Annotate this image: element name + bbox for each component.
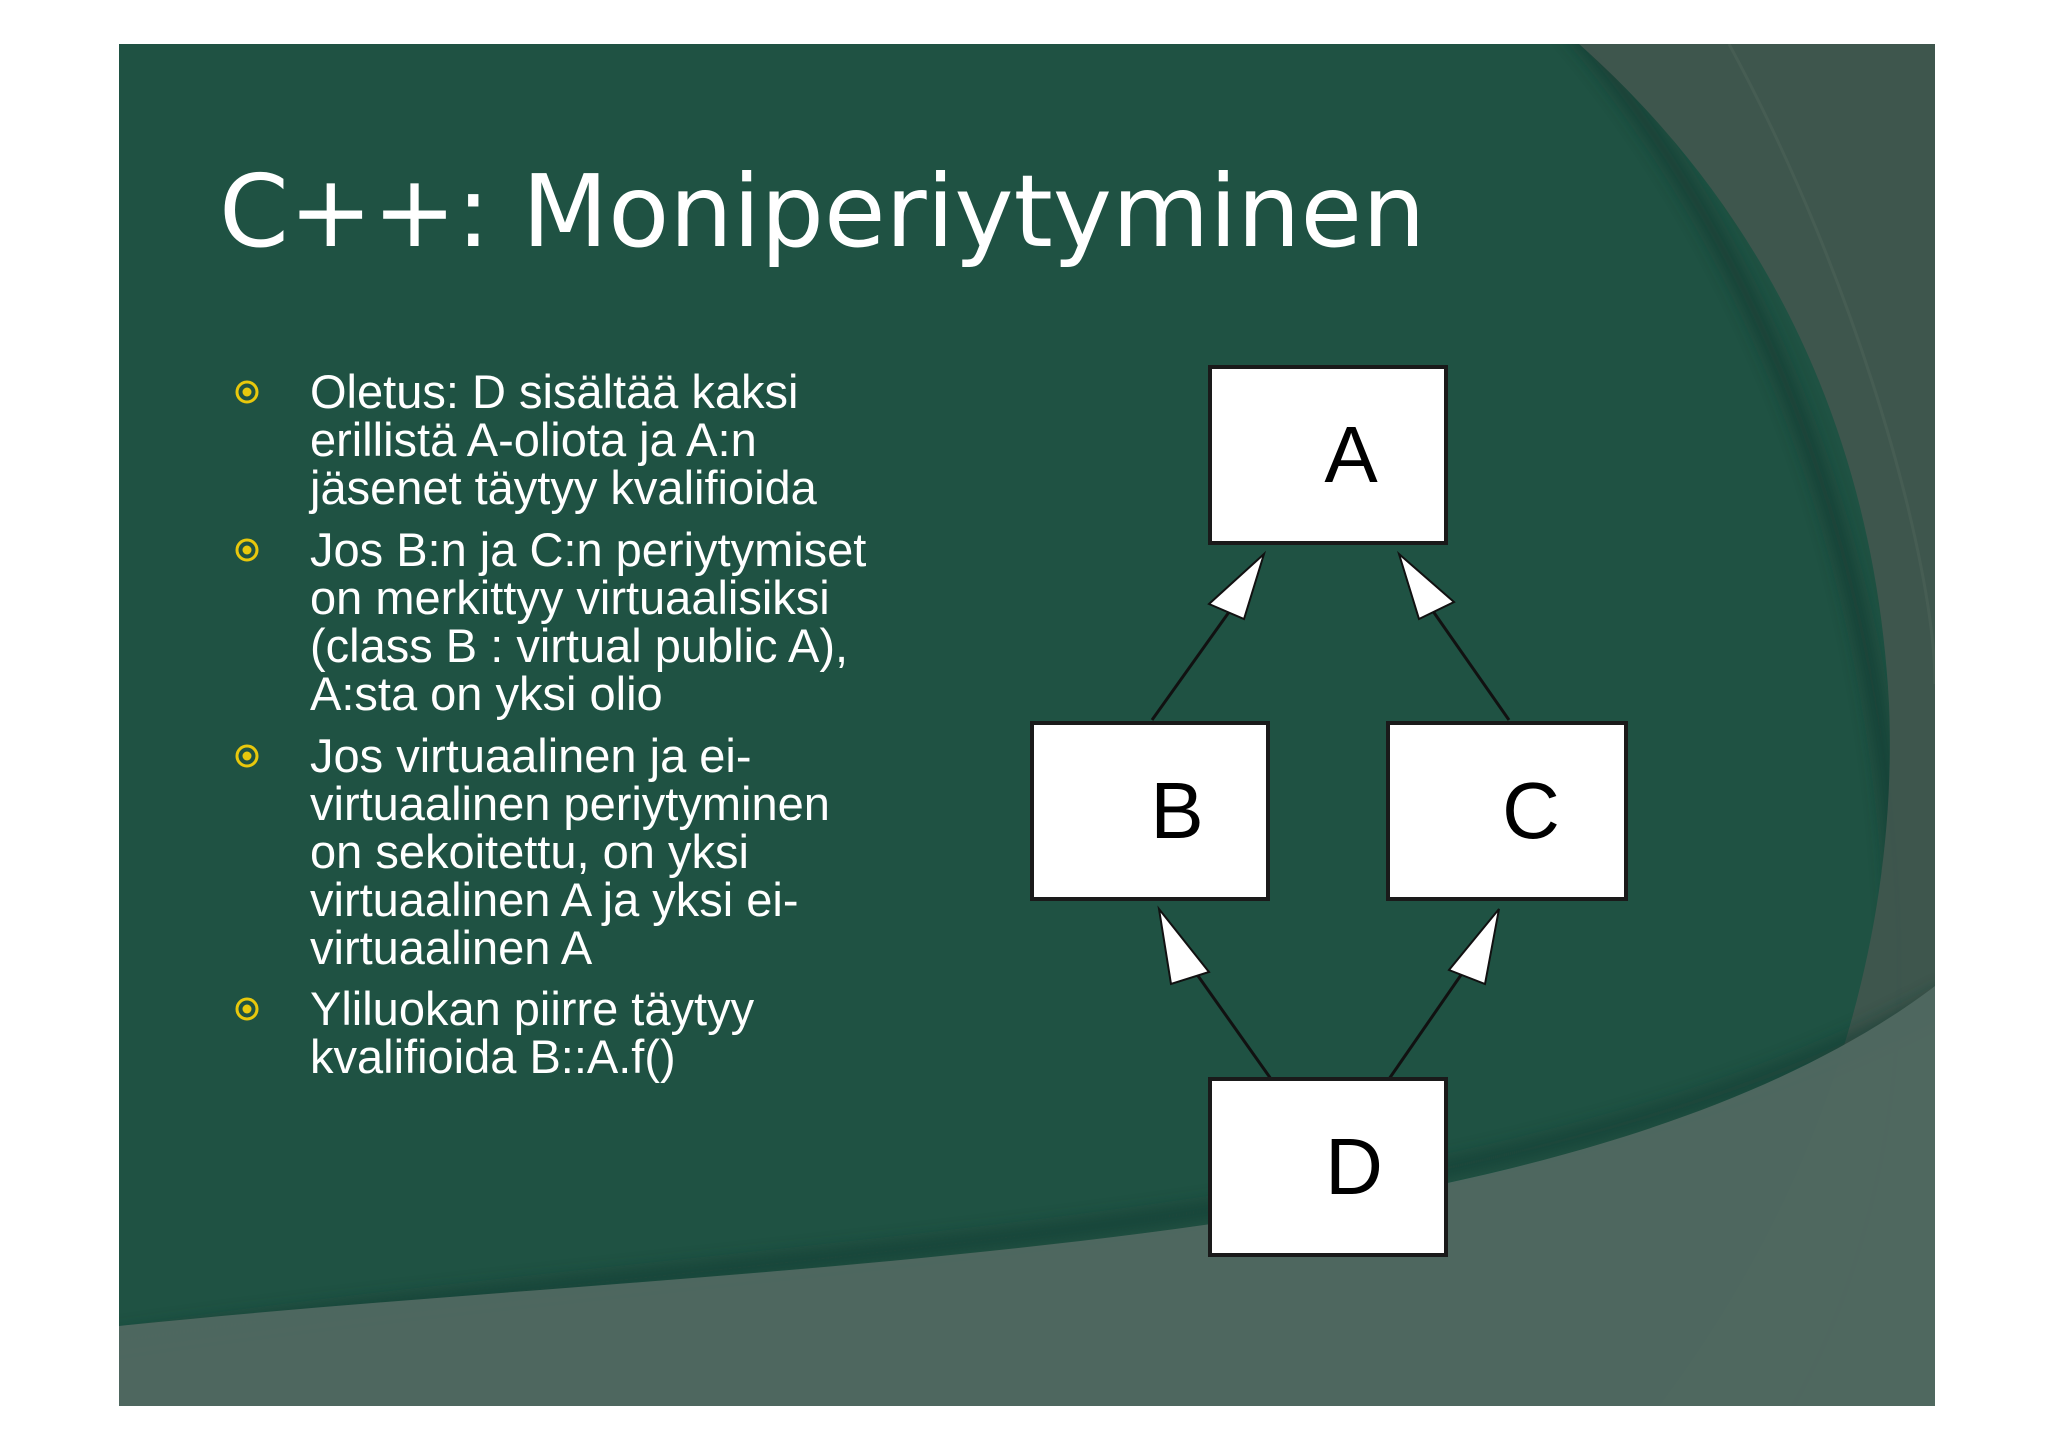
edge-d-to-b: [1157, 905, 1273, 1080]
bullet-text: Oletus: D sisältää kaksi erillistä A-oli…: [310, 368, 1010, 512]
bullet-text: Jos virtuaalinen ja ei- virtuaalinen per…: [310, 732, 1010, 972]
bullet-line: virtuaalinen periytyminen: [310, 777, 830, 830]
bullet-list: Oletus: D sisältää kaksi erillistä A-oli…: [119, 44, 1019, 1406]
bullet-line: A:sta on yksi olio: [310, 667, 663, 720]
bottom-arc-band: [119, 986, 1935, 1406]
bullet-line: kvalifioida B::A.f(): [310, 1030, 676, 1083]
bullet-line: virtuaalinen A ja yksi ei-: [310, 873, 799, 926]
inheritance-arrowhead-icon: [1157, 905, 1211, 986]
bullet-line: virtuaalinen A: [310, 921, 593, 974]
inheritance-arrowhead-icon: [1397, 550, 1456, 621]
slide: C++: Moniperiytyminen Oletus: D sisältää…: [119, 44, 1935, 1406]
edge-b-to-a: [1150, 550, 1267, 721]
class-label: B: [1150, 766, 1203, 855]
bullet-text: Yliluokan piirre täytyy kvalifioida B::A…: [310, 985, 1010, 1081]
target-circle-icon: [235, 997, 259, 1021]
edge-d-to-c: [1387, 908, 1500, 1080]
class-box-a: A: [1208, 365, 1448, 545]
bullet-line: (class B : virtual public A),: [310, 619, 849, 672]
edge-c-to-a: [1397, 550, 1511, 721]
bullet-line: Oletus: D sisältää kaksi: [310, 365, 799, 418]
bullet-line: on merkittyy virtuaalisiksi: [310, 571, 830, 624]
class-label: A: [1324, 410, 1378, 499]
target-circle-icon: [235, 538, 259, 562]
bullet-line: on sekoitettu, on yksi: [310, 825, 749, 878]
bullet-line: Yliluokan piirre täytyy: [310, 982, 755, 1035]
bullet-line: erillistä A-oliota ja A:n: [310, 413, 757, 466]
inheritance-arrowhead-icon: [1207, 550, 1267, 621]
class-label: C: [1502, 766, 1560, 855]
target-circle-icon: [235, 380, 259, 404]
slide-title: C++: Moniperiytyminen: [219, 153, 1426, 270]
target-circle-icon: [235, 744, 259, 768]
bullet-line: Jos virtuaalinen ja ei-: [310, 729, 752, 782]
inheritance-arrowhead-icon: [1447, 908, 1500, 986]
bullet-line: jäsenet täytyy kvalifioida: [310, 461, 817, 514]
inheritance-diagram: A B C D: [1030, 365, 1628, 1257]
class-label: D: [1325, 1122, 1383, 1211]
class-box-d: D: [1208, 1077, 1448, 1257]
bullet-line: Jos B:n ja C:n periytymiset: [310, 523, 867, 576]
class-box-b: B: [1030, 721, 1270, 901]
class-box-c: C: [1386, 721, 1628, 901]
bullet-text: Jos B:n ja C:n periytymiset on merkittyy…: [310, 526, 1010, 718]
